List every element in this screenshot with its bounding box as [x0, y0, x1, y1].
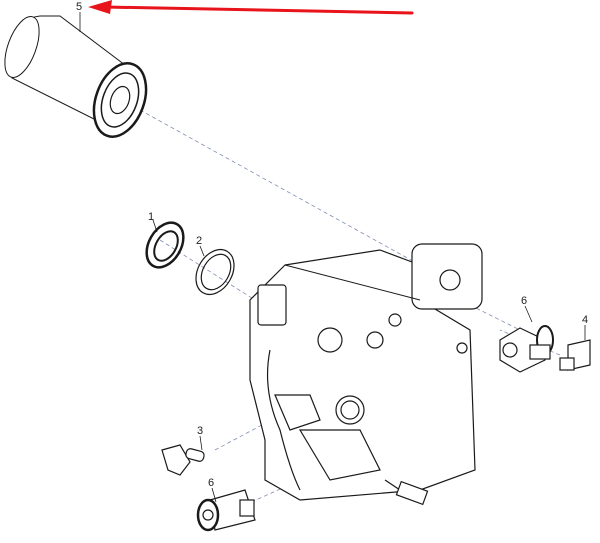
callout-6-lower: 6 — [208, 477, 215, 489]
callout-6-upper: 6 — [521, 295, 528, 307]
retaining-clip-drawing — [195, 245, 235, 296]
callout-1: 1 — [148, 211, 155, 223]
callout-4: 4 — [582, 314, 589, 326]
connector-plug-drawing — [559, 325, 591, 371]
valve-housing-drawing — [249, 243, 483, 501]
red-arrow-icon — [88, 0, 414, 15]
seal-ring-drawing — [145, 219, 185, 269]
harness-connector-drawing — [384, 479, 429, 506]
solenoid-lower-drawing — [196, 487, 256, 532]
solenoid-upper-drawing — [499, 305, 554, 373]
speed-sensor-drawing — [161, 435, 205, 476]
callout-5: 5 — [76, 1, 83, 13]
callout-2: 2 — [196, 235, 203, 247]
callout-3: 3 — [197, 425, 204, 437]
filter-cartridge-drawing — [4, 12, 148, 138]
